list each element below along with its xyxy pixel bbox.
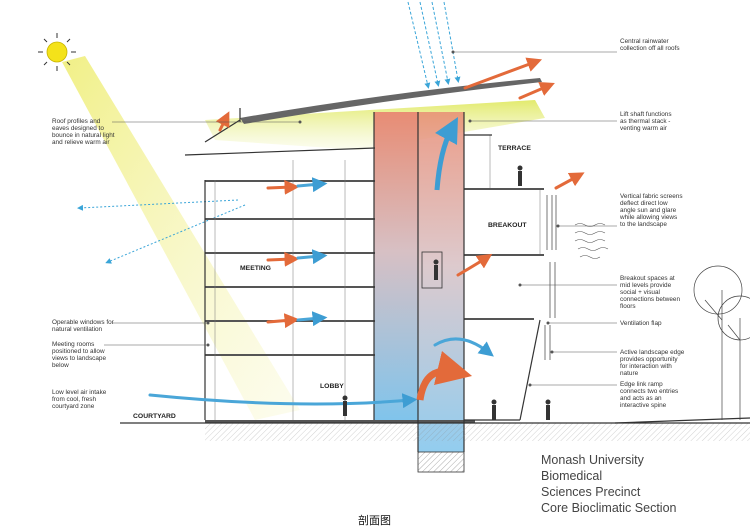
warm-air-arrows: [215, 57, 585, 329]
title-line-4: Core Bioclimatic Section: [541, 501, 677, 515]
tree-icon: [693, 265, 750, 420]
rain-arrows: [407, 1, 461, 89]
svg-text:Ventilation flap: Ventilation flap: [620, 320, 662, 327]
deflected-light: [77, 199, 246, 264]
sun-icon: [38, 33, 76, 71]
caption: 剖面图: [358, 513, 391, 527]
title-line-1: Monash University: [541, 453, 645, 467]
room-label-courtyard: COURTYARD: [133, 413, 176, 420]
room-label-breakout: BREAKOUT: [488, 222, 527, 229]
person-icon: [342, 165, 551, 420]
sunbeam: [62, 56, 300, 420]
stack-rise-arrow: [434, 117, 458, 191]
title-line-3: Sciences Precinct: [541, 485, 641, 499]
annotation-ventilation-flap: Ventilation flap: [546, 320, 662, 327]
breeze-lines: [574, 223, 609, 259]
room-label-lobby: LOBBY: [320, 383, 344, 390]
title-line-2: Biomedical: [541, 469, 602, 483]
thermal-stack: [374, 112, 418, 422]
ground-hatch: [205, 423, 750, 441]
fabric-screens: [544, 195, 557, 360]
stack-uplift-arrow: [416, 350, 473, 401]
diagram-title: Monash University Biomedical Sciences Pr…: [541, 453, 677, 515]
cool-air-arrows: [148, 177, 494, 409]
room-label-meeting: MEETING: [240, 265, 271, 272]
room-label-terrace: TERRACE: [498, 145, 531, 152]
foundation: [417, 451, 465, 473]
roof: [240, 78, 542, 124]
walls: [204, 112, 541, 452]
